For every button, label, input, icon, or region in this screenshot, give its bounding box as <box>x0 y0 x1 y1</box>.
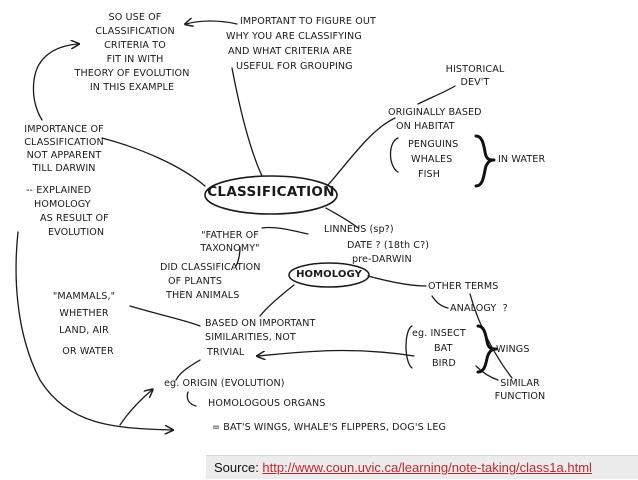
central-topic: CLASSIFICATION <box>207 184 335 200</box>
habitat-fish: FISH <box>418 169 441 180</box>
line-importance-to-class <box>101 137 206 187</box>
line-class-to-originally <box>327 117 396 186</box>
explained-line-1: -- EXPLAINED <box>26 185 92 196</box>
line-mammals-to-based <box>129 305 201 327</box>
based-line-2: SIMILARITIES, NOT <box>205 332 296 343</box>
analogy-label: ANALOGY ? <box>450 303 508 314</box>
originally-line-2: ON HABITAT <box>396 121 455 132</box>
line-father-to-did <box>235 246 241 267</box>
brace-in-water <box>474 134 496 188</box>
bird-label: BIRD <box>432 358 456 369</box>
based-line-3: TRIVIAL <box>207 347 245 358</box>
important-line-3: AND WHAT CRITERIA ARE <box>228 46 353 57</box>
source-label: Source: <box>214 460 263 475</box>
line-important-to-class <box>231 67 263 177</box>
eg-insect-label: eg. INSECT <box>412 328 466 339</box>
line-explained-to-bottom <box>15 231 172 430</box>
importance-line-3: NOT APPARENT <box>26 150 102 161</box>
historical-line-2: DEV'T <box>460 77 490 88</box>
line-homology-to-based <box>259 284 295 317</box>
did-line-2: OF PLANTS <box>168 276 223 287</box>
mammals-line-3: LAND, AIR <box>59 325 109 336</box>
so-use-line-6: IN THIS EXAMPLE <box>89 82 175 93</box>
habitat-whales: WHALES <box>411 154 453 165</box>
importance-line-1: IMPORTANCE OF <box>24 124 104 135</box>
so-use-line-1: SO USE OF <box>108 12 162 23</box>
so-use-line-5: THEORY OF EVOLUTION <box>74 68 190 79</box>
date-line-2: pre-DARWIN <box>352 254 412 265</box>
based-line-1: BASED ON IMPORTANT <box>205 318 316 329</box>
brace-wings <box>476 324 498 374</box>
explained-line-3: AS RESULT OF <box>40 213 109 224</box>
line-linneus-to-father <box>261 226 309 235</box>
important-line-2: WHY YOU ARE CLASSIFYING <box>226 31 362 42</box>
habitat-penguins: PENGUINS <box>408 139 459 150</box>
other-terms-label: OTHER TERMS <box>428 281 499 292</box>
bracket-wings-open <box>405 325 413 369</box>
importance-line-2: CLASSIFICATION <box>24 137 104 148</box>
mammals-line-2: WHETHER <box>59 308 109 319</box>
line-origin-to-homologous <box>186 391 197 407</box>
arrow-importance-to-souse <box>32 44 78 121</box>
so-use-line-4: FIT IN WITH <box>106 54 164 65</box>
did-line-3: THEN ANIMALS <box>166 290 240 301</box>
line-other-to-analogy <box>431 295 449 309</box>
source-caption: Source: http://www.coun.uvic.ca/learning… <box>206 455 638 479</box>
mammals-line-4: OR WATER <box>62 346 114 357</box>
mammals-line-1: "MAMMALS," <box>52 291 116 302</box>
line-other-to-similar <box>469 293 513 379</box>
classification-ellipse <box>204 175 338 215</box>
similar-line-1: SIMILAR <box>500 378 540 389</box>
homology-topic: HOMOLOGY <box>296 269 362 280</box>
bracket-habitat-open <box>389 137 399 173</box>
so-use-line-3: CRITERIA TO <box>104 40 166 51</box>
arrow-similar-to-based <box>258 349 415 356</box>
importance-line-4: TILL DARWIN <box>32 163 96 174</box>
bats-wings-label: = BAT'S WINGS, WHALE'S FLIPPERS, DOG'S L… <box>212 422 447 433</box>
did-line-1: DID CLASSIFICATION <box>160 262 261 273</box>
linneus-label: LINNEUS (sp?) <box>324 224 394 235</box>
arrow-important-to-souse <box>186 21 238 24</box>
originally-line-1: ORIGINALLY BASED <box>388 107 482 118</box>
homology-ellipse <box>288 262 370 288</box>
historical-line-1: HISTORICAL <box>445 64 505 75</box>
line-homology-to-other <box>367 275 427 287</box>
line-based-to-origin <box>175 359 201 381</box>
homologous-label: HOMOLOGOUS ORGANS <box>208 398 326 409</box>
explained-line-2: HOMOLOGY <box>34 199 91 210</box>
father-line-1: "FATHER OF <box>201 230 259 241</box>
arrow-left-to-origin <box>119 390 152 426</box>
wings-label: WINGS <box>496 344 530 355</box>
so-use-line-2: CLASSIFICATION <box>95 26 175 37</box>
eg-origin-label: eg. ORIGIN (EVOLUTION) <box>164 378 285 389</box>
father-line-2: TAXONOMY" <box>200 243 260 254</box>
important-line-1: IMPORTANT TO FIGURE OUT <box>240 16 376 27</box>
source-link[interactable]: http://www.coun.uvic.ca/learning/note-ta… <box>262 460 592 475</box>
line-historical-to-originally <box>417 85 456 105</box>
in-water-label: IN WATER <box>498 154 546 165</box>
similar-line-2: FUNCTION <box>494 391 546 402</box>
line-similar-from-bird <box>475 365 499 381</box>
bat-label: BAT <box>434 343 453 354</box>
explained-line-4: EVOLUTION <box>48 227 105 238</box>
line-class-to-linneus <box>325 207 359 229</box>
date-line-1: DATE ? (18th C?) <box>347 240 430 251</box>
important-line-4: USEFUL FOR GROUPING <box>236 61 353 72</box>
